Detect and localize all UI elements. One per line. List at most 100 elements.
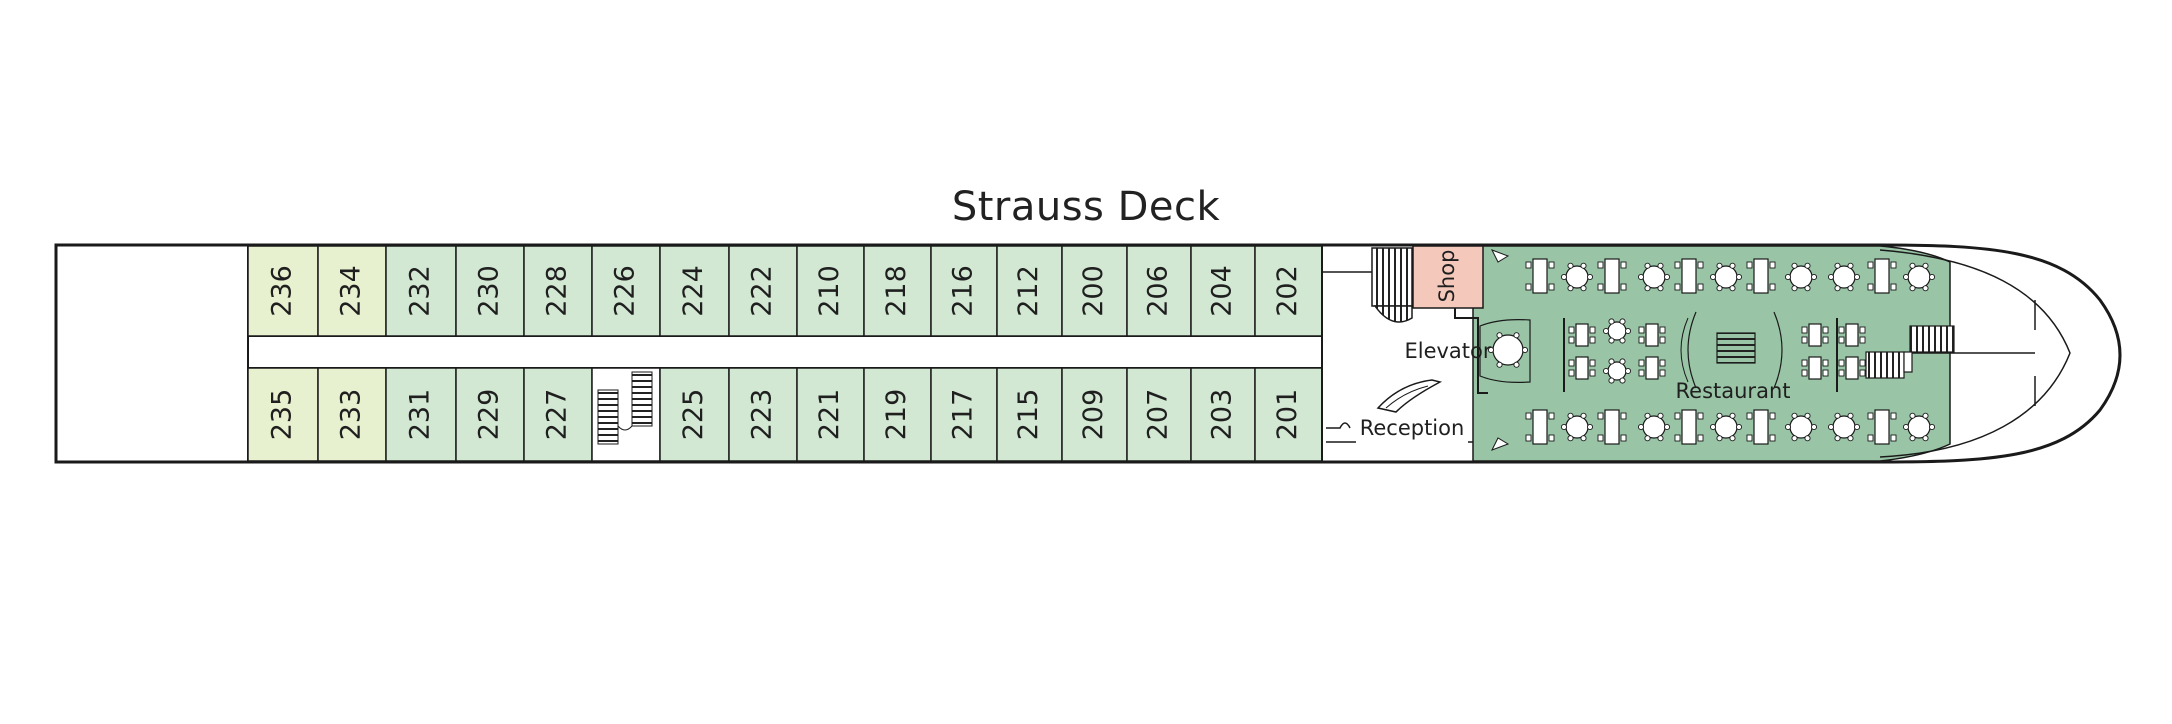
cabin-number: 236: [267, 265, 298, 317]
cabin-number: 209: [1078, 389, 1109, 441]
restaurant-furniture: [1479, 249, 1955, 451]
cabin-number: 234: [336, 265, 367, 317]
round-table-icon: [1637, 262, 1671, 292]
cabin-231[interactable]: 231: [385, 367, 457, 462]
cabin-box: [996, 367, 1063, 462]
cabin-200[interactable]: 200: [1061, 245, 1128, 337]
cabin-box: [1254, 245, 1323, 337]
rect-table-icon: [1674, 409, 1704, 445]
elevator-label: Elevator: [1404, 339, 1491, 363]
reception-door-icon: [1326, 422, 1351, 429]
cabin-box: [659, 367, 730, 462]
cabin-219[interactable]: 219: [863, 367, 932, 462]
cabin-box: [247, 245, 319, 337]
round-table-icon: [1709, 412, 1743, 442]
cabin-box: [796, 245, 865, 337]
cabin-221[interactable]: 221: [796, 367, 865, 462]
cabin-225[interactable]: 225: [659, 367, 730, 462]
cabin-box: [455, 367, 525, 462]
cabin-number: 218: [881, 265, 912, 317]
rect-table-icon: [1867, 258, 1897, 294]
cabin-234[interactable]: 234: [317, 245, 387, 337]
cabin-number: 231: [405, 389, 436, 441]
stairs-icon: [1909, 325, 1955, 353]
cabin-212[interactable]: 212: [996, 245, 1063, 337]
rect-table-icon: [1568, 323, 1596, 347]
cabin-209[interactable]: 209: [1061, 367, 1128, 462]
rect-table-icon: [1638, 323, 1666, 347]
cabin-box: [385, 367, 457, 462]
cabin-227[interactable]: 227: [523, 367, 593, 462]
cabin-number: 217: [948, 389, 979, 441]
cabin-215[interactable]: 215: [996, 367, 1063, 462]
cabin-217[interactable]: 217: [930, 367, 998, 462]
cabin-236[interactable]: 236: [247, 245, 319, 337]
cabin-233[interactable]: 233: [317, 367, 387, 462]
round-table-icon: [1902, 262, 1936, 292]
cabin-box: [728, 367, 798, 462]
cabin-number: 233: [336, 389, 367, 441]
cabin-number: 222: [747, 265, 778, 317]
cabin-204[interactable]: 204: [1190, 245, 1256, 337]
cabin-216[interactable]: 216: [930, 245, 998, 337]
cabin-box: [1126, 367, 1192, 462]
cabin-number: 212: [1013, 265, 1044, 317]
cabin-206[interactable]: 206: [1126, 245, 1192, 337]
cabin-number: 226: [610, 265, 641, 317]
cabin-box: [930, 245, 998, 337]
round-table-icon: [1602, 318, 1632, 344]
elevator-shaft: [1454, 308, 1488, 394]
rect-table-icon: [1638, 356, 1666, 380]
cabin-box: [996, 245, 1063, 337]
rect-table-icon: [1597, 258, 1627, 294]
cabin-222[interactable]: 222: [728, 245, 798, 337]
cabin-207[interactable]: 207: [1126, 367, 1192, 462]
cabin-number: 221: [814, 389, 845, 441]
cabin-223[interactable]: 223: [728, 367, 798, 462]
cabin-235[interactable]: 235: [247, 367, 319, 462]
cabin-229[interactable]: 229: [455, 367, 525, 462]
cabin-number: 230: [474, 265, 505, 317]
round-table-icon: [1560, 412, 1594, 442]
deck-title: Strauss Deck: [951, 184, 1221, 230]
cabin-box: [591, 245, 661, 337]
cabin-number: 201: [1272, 389, 1303, 441]
cabin-202[interactable]: 202: [1254, 245, 1323, 337]
cabin-230[interactable]: 230: [455, 245, 525, 337]
stairs-icon: [1865, 351, 1905, 379]
cabin-203[interactable]: 203: [1190, 367, 1256, 462]
cabin-224[interactable]: 224: [659, 245, 730, 337]
shop-area[interactable]: [1412, 245, 1484, 309]
round-table-icon: [1784, 262, 1818, 292]
bow-inner-line: [1879, 249, 2071, 458]
round-table-icon: [1602, 358, 1632, 384]
cabin-number: 206: [1143, 265, 1174, 317]
round-table-icon: [1784, 412, 1818, 442]
cabins-top-row: 236 234 232 230 228 226 224 222 210 218 216 212 200 2…: [247, 245, 1323, 337]
cabin-number: 204: [1207, 265, 1238, 317]
cabin-number: 210: [814, 265, 845, 317]
cabin-number: 223: [747, 389, 778, 441]
cabin-210[interactable]: 210: [796, 245, 865, 337]
cabin-218[interactable]: 218: [863, 245, 932, 337]
rect-table-icon: [1867, 409, 1897, 445]
cabin-232[interactable]: 232: [385, 245, 457, 337]
cabin-box: [1126, 245, 1192, 337]
round-table-icon: [1827, 412, 1861, 442]
cabin-box: [455, 245, 525, 337]
restaurant-label: Restaurant: [1676, 379, 1791, 403]
round-table-icon: [1709, 262, 1743, 292]
cabin-201[interactable]: 201: [1254, 367, 1323, 462]
reception-desk-icon: [1376, 379, 1443, 413]
round-table-icon: [1487, 332, 1529, 368]
stairs-icon: [597, 371, 653, 445]
cabin-228[interactable]: 228: [523, 245, 593, 337]
rect-table-icon: [1746, 409, 1776, 445]
rect-table-icon: [1801, 323, 1829, 347]
cabin-number: 227: [542, 389, 573, 441]
cabin-226[interactable]: 226: [591, 245, 661, 337]
rect-table-icon: [1838, 323, 1866, 347]
cabin-box: [317, 367, 387, 462]
stairs-icon: [1371, 247, 1413, 323]
